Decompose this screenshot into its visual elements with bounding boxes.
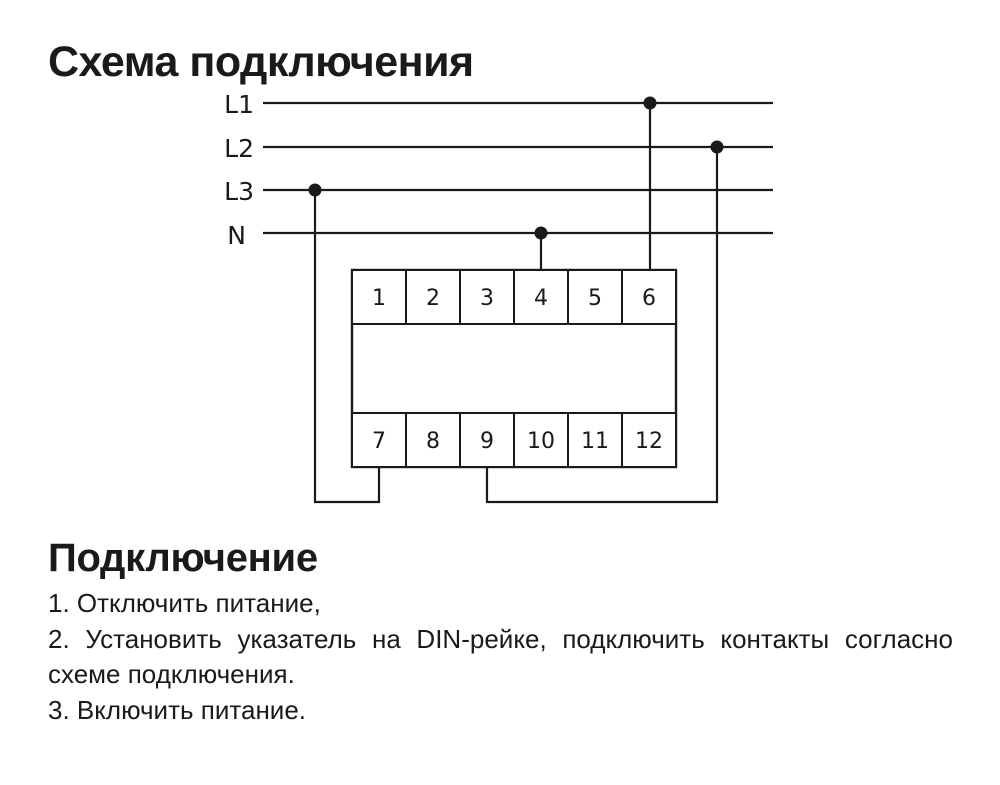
terminal-3-cell — [459, 269, 515, 325]
terminal-10-label: 10 — [527, 429, 555, 454]
terminal-11-cell — [567, 412, 623, 468]
junction-dot-l3 — [308, 183, 322, 197]
connection-heading: Подключение — [48, 536, 318, 580]
terminal-4-cell — [513, 269, 569, 325]
terminal-4-label: 4 — [534, 286, 548, 311]
terminal-7-label: 7 — [372, 429, 386, 454]
terminal-row-bottom: 7 8 9 10 11 12 — [351, 412, 677, 468]
line-label-l2: L2 — [224, 134, 254, 163]
junction-dot-l2 — [710, 140, 724, 154]
step-3: 3. Включить питание. — [48, 694, 307, 725]
terminal-5-label: 5 — [588, 286, 602, 311]
terminal-3-label: 3 — [480, 286, 494, 311]
step-2: 2. Установить указатель на DIN-рейке, по… — [48, 623, 953, 690]
terminal-12-label: 12 — [635, 429, 663, 454]
terminal-11-label: 11 — [581, 429, 609, 454]
terminal-1-cell — [351, 269, 407, 325]
step-1: 1. Отключить питание, — [48, 588, 321, 618]
terminal-6-label: 6 — [642, 286, 656, 311]
terminal-2-label: 2 — [426, 286, 440, 311]
terminal-8-cell — [405, 412, 461, 468]
terminal-10-cell — [513, 412, 569, 468]
terminal-6-cell — [621, 269, 677, 325]
terminal-1-label: 1 — [372, 286, 386, 311]
junction-dot-l1 — [643, 96, 657, 110]
wire-l3-to-terminal-7 — [313, 190, 381, 504]
terminal-12-cell — [621, 412, 677, 468]
page-title: Схема подключения — [48, 38, 474, 86]
connection-steps: 1. Отключить питание, 2. Установить указ… — [48, 586, 953, 728]
wire-l2-to-terminal-9 — [485, 147, 719, 504]
terminal-row-top: 1 2 3 4 5 6 — [351, 269, 677, 325]
line-label-n: N — [227, 221, 246, 250]
terminal-9-label: 9 — [480, 429, 494, 454]
junction-dot-n — [534, 226, 548, 240]
wiring-diagram: L1 L2 L3 N 1 2 3 4 5 6 7 8 — [224, 90, 773, 504]
line-label-l3: L3 — [224, 177, 254, 206]
line-label-l1: L1 — [224, 90, 254, 119]
terminal-5-cell — [567, 269, 623, 325]
terminal-8-label: 8 — [426, 429, 440, 454]
